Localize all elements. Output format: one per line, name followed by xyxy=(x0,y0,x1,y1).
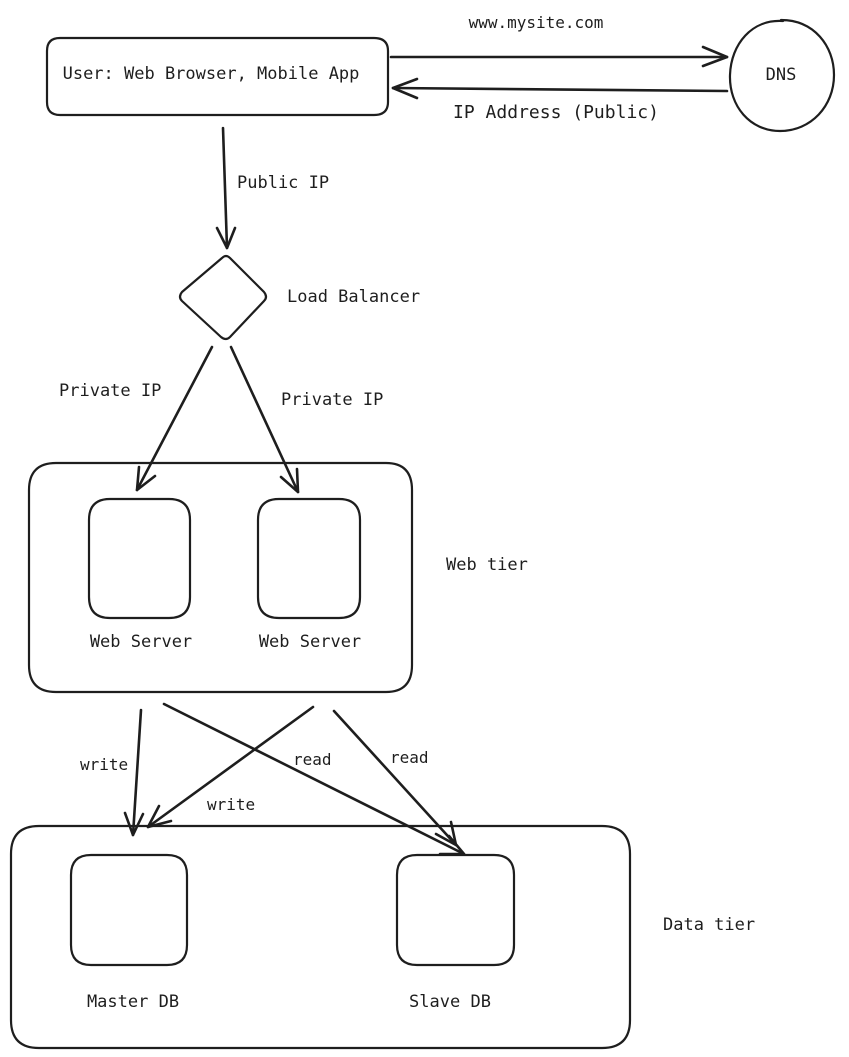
arrow-ws1-write-master xyxy=(131,708,143,837)
dns-node: DNS xyxy=(728,18,836,133)
load-balancer-label: Load Balancer xyxy=(287,287,420,307)
web-server-2-box xyxy=(256,497,362,620)
web-tier-box xyxy=(27,461,414,694)
arrow-ws2-read-slave xyxy=(332,709,458,847)
web-server-1-box xyxy=(87,497,192,620)
edge-lb-to-ws2: Private IP xyxy=(229,345,383,494)
arrowhead-lb-to-ws2 xyxy=(279,467,300,494)
arrow-ws1-read-slave xyxy=(162,702,466,856)
user-node: User: Web Browser, Mobile App xyxy=(45,36,390,117)
user-label: User: Web Browser, Mobile App xyxy=(63,64,360,84)
load-balancer-node: Load Balancer xyxy=(178,254,420,341)
arrowhead-dns-to-user xyxy=(391,77,419,100)
edge-label-public-ip: Public IP xyxy=(237,173,329,193)
slave-db-box xyxy=(395,853,516,967)
arrow-dns-to-user xyxy=(391,86,729,93)
arrow-user-to-lb xyxy=(221,126,229,250)
slave-db-label: Slave DB xyxy=(409,992,491,1012)
edge-ws1-write-master: write xyxy=(80,708,145,837)
edge-lb-to-ws1: Private IP xyxy=(59,345,214,492)
data-tier-box xyxy=(9,824,632,1050)
edge-label-write-1: write xyxy=(80,755,128,774)
edge-ws1-read-slave: read xyxy=(162,702,466,856)
master-db-box xyxy=(69,853,189,967)
dns-label: DNS xyxy=(766,65,797,85)
dns-circle xyxy=(728,18,836,133)
arrow-lb-to-ws1 xyxy=(135,345,214,492)
arrowhead-user-to-lb xyxy=(215,226,237,250)
edge-ws2-write-master: write xyxy=(146,705,315,829)
arrowhead-ws1-write-master xyxy=(123,811,145,837)
edge-user-to-dns: www.mysite.com xyxy=(389,13,729,68)
web-server-1-label: Web Server xyxy=(90,632,192,652)
edge-ws2-read-slave: read xyxy=(332,709,458,847)
edge-label-private-ip-2: Private IP xyxy=(281,390,383,410)
web-tier-label: Web tier xyxy=(446,555,528,575)
edge-user-to-lb: Public IP xyxy=(215,126,329,250)
edge-label-private-ip-1: Private IP xyxy=(59,381,161,401)
edge-label-write-2: write xyxy=(207,795,255,814)
web-tier-group: Web tier Web Server Web Server xyxy=(27,461,528,694)
edge-dns-to-user: IP Address (Public) xyxy=(391,77,729,123)
master-db-label: Master DB xyxy=(87,992,179,1012)
edge-label-ip-address: IP Address (Public) xyxy=(453,102,659,123)
arrow-lb-to-ws2 xyxy=(229,345,300,494)
arrowhead-ws2-read-slave xyxy=(434,820,458,847)
arrowhead-lb-to-ws1 xyxy=(135,465,157,492)
data-tier-label: Data tier xyxy=(663,915,755,935)
arrow-ws2-write-master xyxy=(146,705,315,829)
edge-label-read-1: read xyxy=(293,750,332,769)
edge-label-www: www.mysite.com xyxy=(469,13,604,32)
edge-label-read-2: read xyxy=(390,748,429,767)
load-balancer-diamond xyxy=(178,254,268,341)
arrowhead-user-to-dns xyxy=(701,45,729,68)
web-server-2-label: Web Server xyxy=(259,632,361,652)
data-tier-group: Data tier Master DB Slave DB xyxy=(9,824,755,1050)
user-box xyxy=(45,36,390,117)
